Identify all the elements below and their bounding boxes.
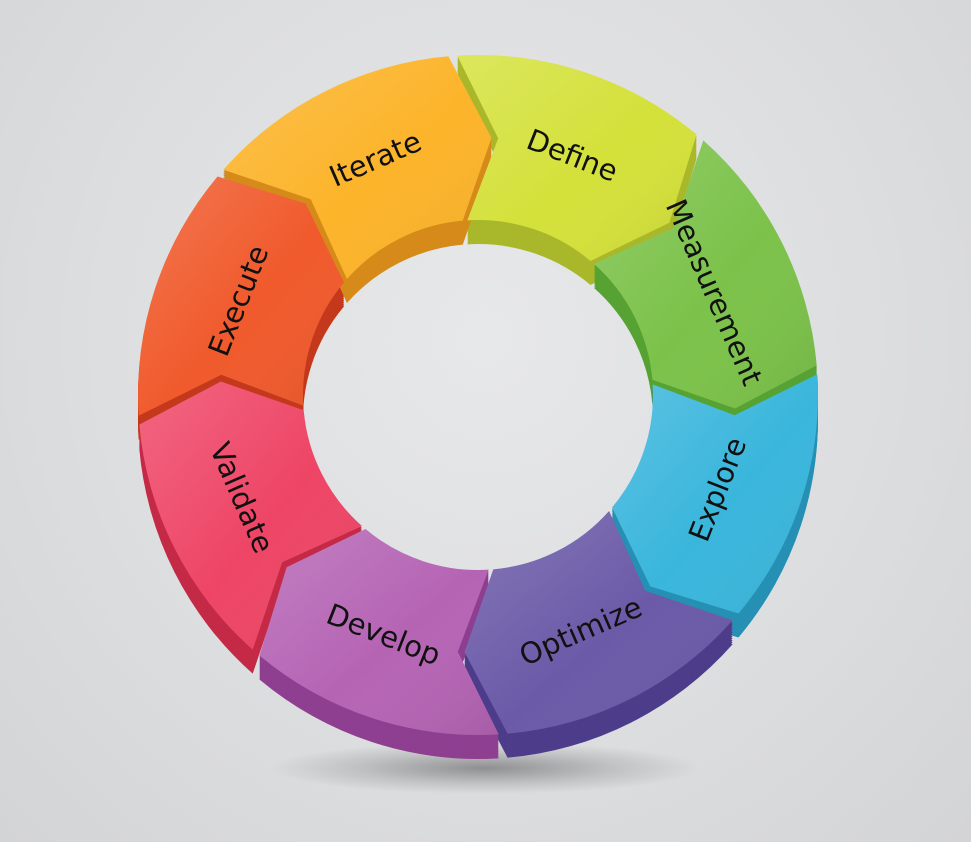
segment-develop [259, 529, 499, 736]
ground-shadow [270, 742, 700, 794]
segment-sheen-optimize [464, 510, 733, 734]
segment-define [457, 54, 697, 261]
segment-sheen-explore [612, 374, 819, 614]
segment-explore [612, 374, 819, 614]
segment-validate [139, 381, 363, 650]
segment-sheen-execute [137, 176, 344, 416]
segment-sheen-validate [139, 381, 363, 650]
segment-iterate [223, 56, 492, 280]
segment-sheen-develop [259, 529, 499, 736]
segment-sheen-iterate [223, 56, 492, 280]
segment-tops [137, 54, 819, 736]
segment-sheen-measurement [593, 140, 817, 409]
segment-execute [137, 176, 344, 416]
segment-sheen-define [457, 54, 697, 261]
segment-measurement [593, 140, 817, 409]
segment-optimize [464, 510, 733, 734]
